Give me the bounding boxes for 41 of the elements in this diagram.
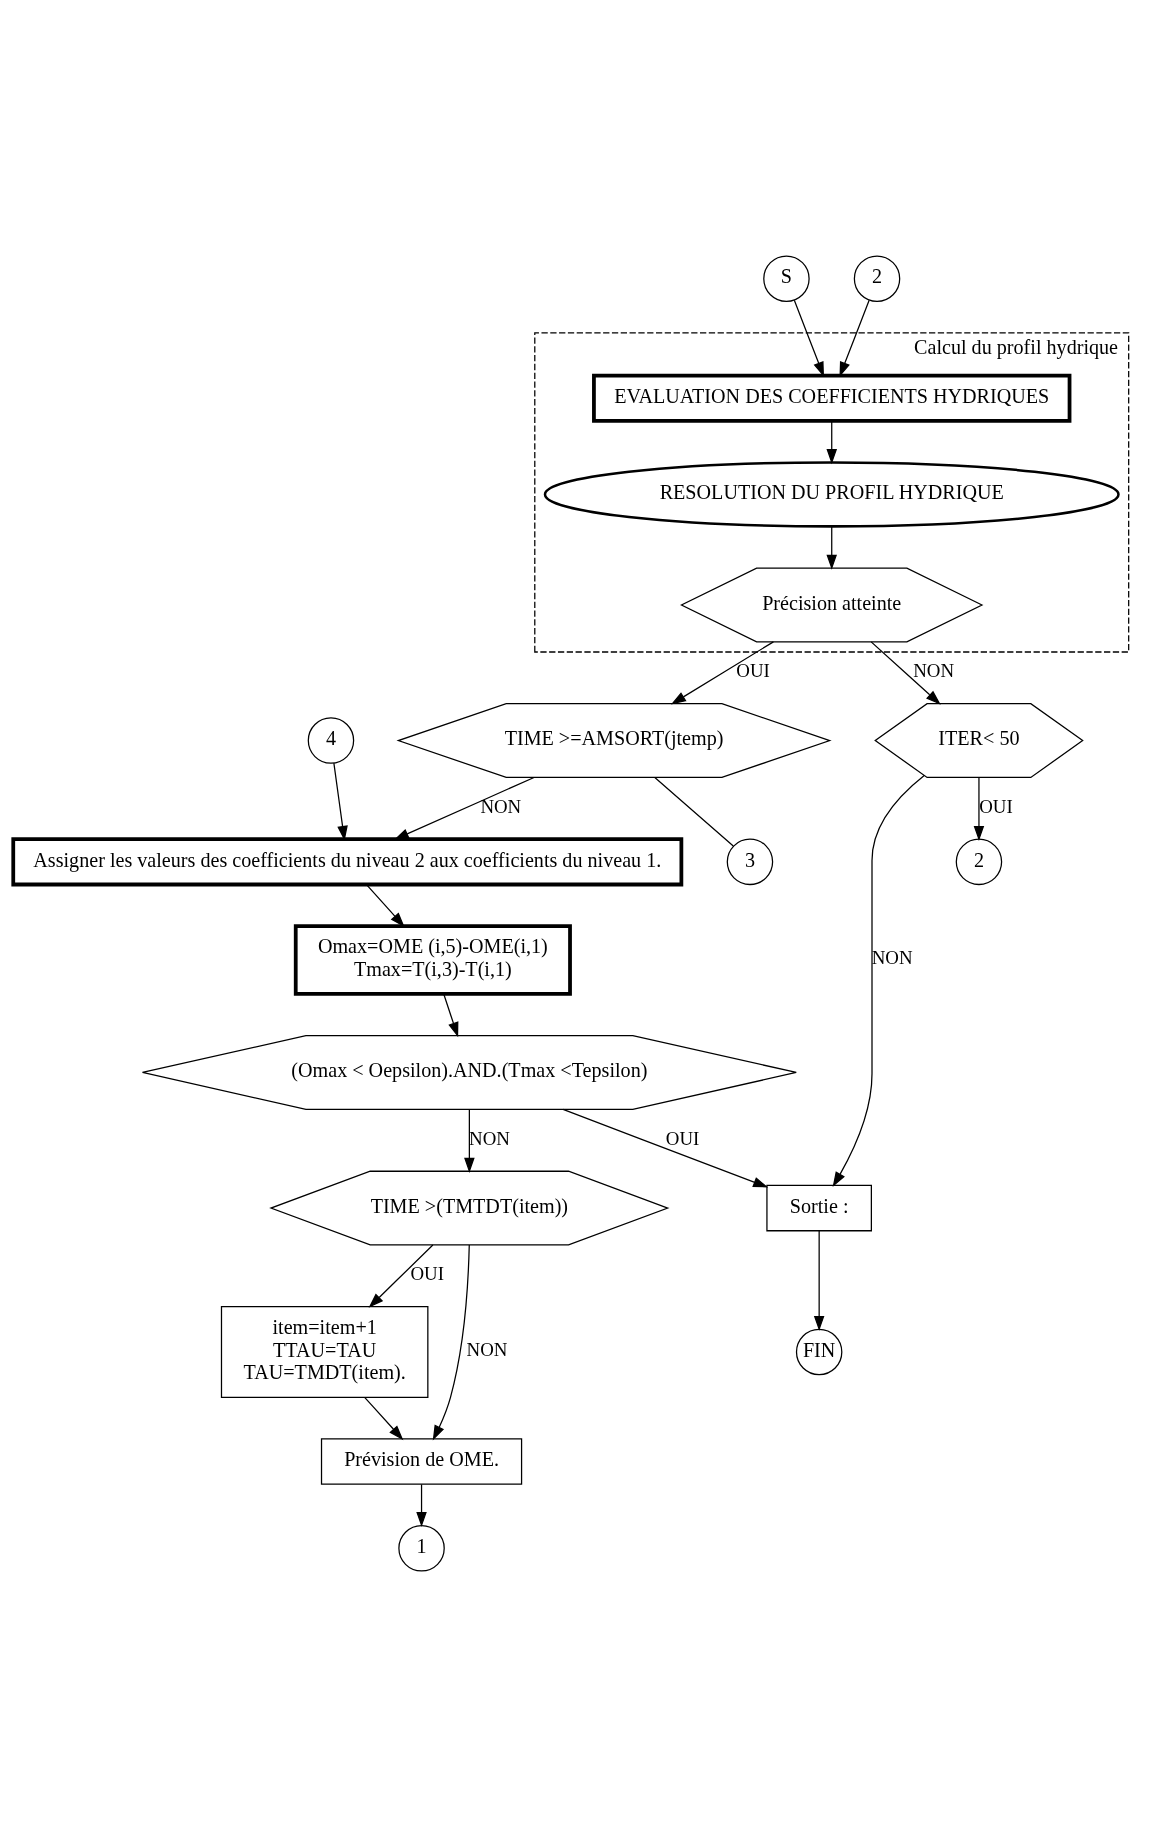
edge-label: OUI <box>979 795 1013 817</box>
arrow <box>416 1483 427 1528</box>
node-box: Prévision de OME. <box>320 1438 523 1485</box>
arrow <box>393 776 535 840</box>
node-circle: 2 <box>955 838 1003 886</box>
node-circle: S <box>763 255 810 302</box>
arrow <box>832 774 925 1187</box>
edge-label: OUI <box>736 660 770 682</box>
arrow <box>670 641 775 705</box>
arrow <box>432 1244 470 1441</box>
arrow <box>839 299 870 377</box>
edge-label: NON <box>480 795 522 817</box>
node-box: Omax=OME (i,5)-OME(i,1) Tmax=T(i,3)-T(i,1) <box>293 924 572 996</box>
node-box: EVALUATION DES COEFFICIENTS HYDRIQUES <box>592 373 1072 423</box>
node-circle: FIN <box>795 1328 843 1376</box>
node-circle: 3 <box>726 838 774 886</box>
arrow <box>368 1244 434 1308</box>
arrow <box>366 884 405 928</box>
arrow <box>813 1230 825 1331</box>
node-box: item=item+1 TTAU=TAU TAU=TMDT(item). <box>220 1306 429 1398</box>
edge-label: NON <box>913 660 955 682</box>
arrow <box>973 776 985 842</box>
connector <box>654 776 734 847</box>
arrow <box>826 420 838 465</box>
node-box: Assigner les valeurs des coefficients du niveau 2 aux coefficients du niveau 1. <box>11 837 684 887</box>
node-circle: 2 <box>853 255 901 302</box>
arrow <box>562 1108 769 1188</box>
edge-label: OUI <box>665 1127 700 1149</box>
node-circle: 1 <box>398 1525 445 1572</box>
edge-label: OUI <box>410 1263 444 1285</box>
arrow <box>364 1396 404 1441</box>
arrow <box>443 993 459 1038</box>
node-circle: 4 <box>307 717 355 764</box>
node-box: Sortie : <box>766 1184 872 1232</box>
edge-label: NON <box>466 1339 508 1361</box>
arrow <box>826 526 838 570</box>
arrow <box>793 299 824 377</box>
arrow <box>464 1108 475 1173</box>
node-ellipse: RESOLUTION DU PROFIL HYDRIQUE <box>543 461 1120 528</box>
edge-label: NON <box>469 1127 510 1149</box>
arrow <box>870 641 941 705</box>
